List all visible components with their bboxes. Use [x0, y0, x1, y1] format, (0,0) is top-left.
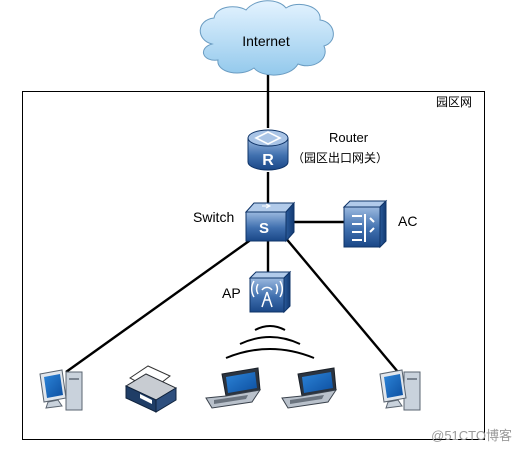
laptop-icon: [205, 367, 262, 409]
link-switch-desktop-right: [283, 235, 399, 373]
access-controller-icon: [342, 199, 388, 249]
ap-node: AP: [222, 270, 292, 314]
router-node: R Router （园区出口网关）: [247, 129, 388, 171]
wireless-signal-waves: [225, 325, 315, 359]
internet-cloud: Internet: [199, 0, 334, 76]
link-switch-desktop-left: [65, 235, 257, 373]
switch-label: Switch: [193, 209, 234, 225]
desktop-computer-right: [379, 369, 421, 411]
links: [65, 62, 399, 373]
watermark: @51CTO博客: [431, 428, 512, 443]
svg-text:R: R: [262, 152, 274, 169]
router-sublabel: （园区出口网关）: [292, 151, 388, 165]
printer: [124, 365, 178, 413]
campus-network-label: 园区网: [436, 95, 472, 109]
svg-text:S: S: [259, 220, 269, 237]
ac-label: AC: [398, 213, 417, 229]
ap-label: AP: [222, 285, 241, 301]
laptop-center-left: [205, 367, 262, 409]
desktop-computer-icon: [379, 369, 421, 411]
router-label: Router: [329, 130, 369, 145]
cloud-icon: [199, 0, 334, 76]
internet-label: Internet: [242, 33, 290, 49]
ac-node: AC: [342, 199, 417, 249]
switch-node: S Switch: [193, 201, 296, 243]
switch-icon: S: [244, 201, 296, 243]
router-icon: R: [247, 129, 289, 171]
desktop-computer-icon: [39, 369, 83, 411]
laptop-icon: [281, 367, 338, 409]
desktop-computer-left: [39, 369, 83, 411]
laptop-center-right: [281, 367, 338, 409]
printer-icon: [124, 365, 178, 413]
campus-network-boundary: [22, 91, 485, 440]
access-point-icon: [248, 270, 292, 314]
